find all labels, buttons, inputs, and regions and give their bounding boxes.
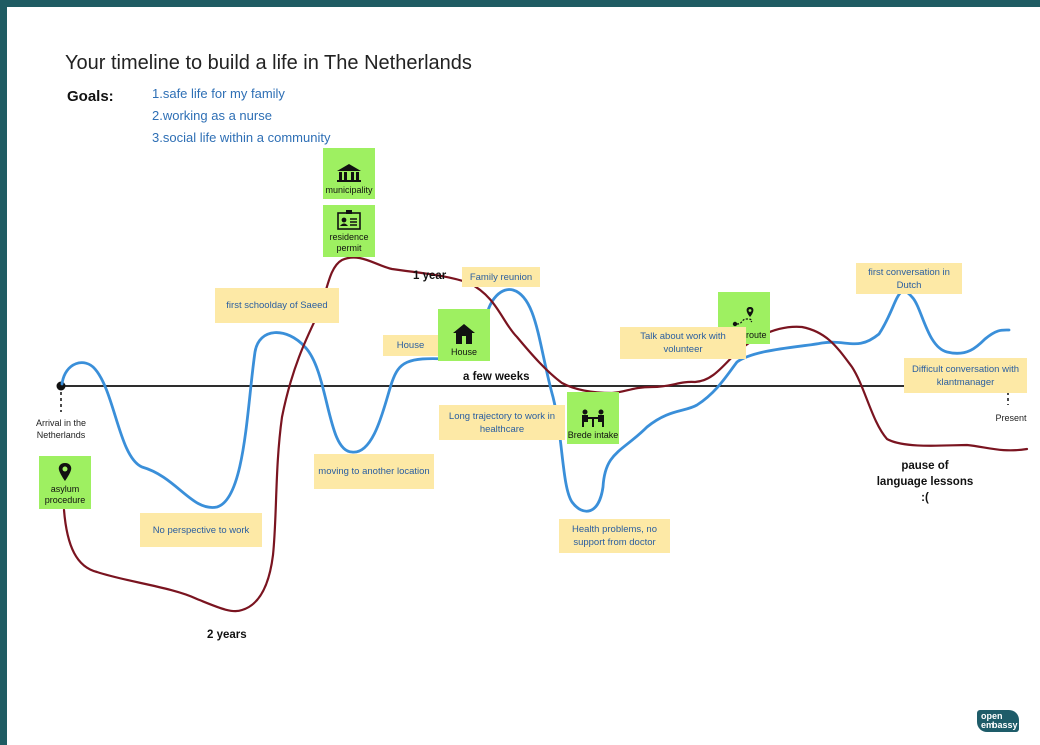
note-house: House <box>383 335 438 356</box>
house-tag-label: House <box>450 347 477 357</box>
brede-intake-label: Brede intake <box>567 430 619 440</box>
municipality-tag: municipality <box>323 148 375 199</box>
note-first-conversation: first conversation in Dutch <box>856 263 962 294</box>
residence-permit-tag: residence permit <box>323 205 375 257</box>
note-moving: moving to another location <box>314 454 434 489</box>
logo-text: open <box>981 711 1003 721</box>
open-embassy-logo: open em bassy <box>977 710 1019 732</box>
note-talk-about-work: Talk about work with volunteer <box>620 327 746 359</box>
brede-intake-tag: Brede intake <box>567 392 619 444</box>
note-long-trajectory: Long trajectory to work in healthcare <box>439 405 565 440</box>
timeline-curves <box>56 256 1029 613</box>
note-difficult-conversation: Difficult conversation with klantmanager <box>904 358 1027 393</box>
annotation-two-years: 2 years <box>207 629 247 641</box>
timeline-start-label: Arrival in the Netherlands <box>35 418 87 440</box>
meeting-icon <box>582 409 604 427</box>
timeline-end-label: Present <box>995 413 1027 423</box>
note-family-reunion: Family reunion <box>462 267 540 287</box>
annotation-pause: pause of language lessons :( <box>876 460 974 504</box>
goal-item: 3.social life within a community <box>152 130 331 145</box>
goals-label: Goals: <box>67 88 114 105</box>
house-tag: House <box>438 309 490 361</box>
annotation-a-few-weeks: a few weeks <box>463 371 530 383</box>
asylum-procedure-tag: asylum procedure <box>39 456 91 509</box>
logo-text: em <box>981 720 995 730</box>
id-card-icon <box>337 210 361 230</box>
house-icon <box>453 324 475 344</box>
residence-permit-label: residence permit <box>329 232 369 253</box>
logo-text: bassy <box>992 720 1018 730</box>
municipality-icon <box>337 164 361 182</box>
blue-experience-line <box>60 288 1011 513</box>
goal-item: 2.working as a nurse <box>152 108 272 123</box>
goal-item: 1.safe life for my family <box>152 86 285 101</box>
route-icon <box>732 307 754 327</box>
annotation-one-year: 1 year <box>413 270 447 282</box>
municipality-label: municipality <box>325 185 373 195</box>
note-health-problems: Health problems, no support from doctor <box>559 519 670 553</box>
note-first-schoolday: first schoolday of Saeed <box>215 288 339 323</box>
red-experience-line <box>62 256 1029 613</box>
note-no-perspective: No perspective to work <box>140 513 262 547</box>
location-pin-icon <box>58 463 72 481</box>
asylum-procedure-label: asylum procedure <box>44 484 86 505</box>
page-title: Your timeline to build a life in The Net… <box>65 52 472 74</box>
